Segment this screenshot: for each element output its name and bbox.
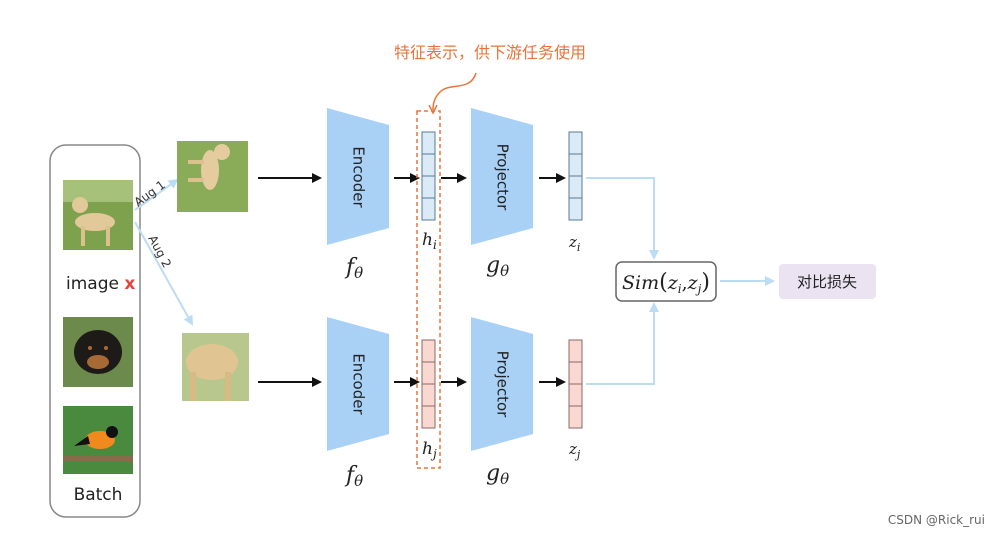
h-bottom-label: hj — [422, 439, 437, 461]
projector-top-fn: gθ — [486, 253, 509, 280]
similarity-label: Sim(zi,zj) — [622, 270, 710, 296]
encoder-bottom — [327, 317, 389, 451]
encoder-top-label: Encoder — [350, 146, 368, 208]
encoder-top — [327, 108, 389, 245]
aug2-arrow — [134, 221, 193, 326]
annotation-text: 特征表示，供下游任务使用 — [394, 43, 586, 62]
z-vector-top — [568, 131, 583, 221]
watermark: CSDN @Rick_rui — [888, 513, 985, 527]
aug2-label: Aug 2 — [145, 233, 174, 270]
connector-z-bottom-to-sim — [586, 302, 659, 385]
encoder-top-fn: fθ — [344, 255, 363, 282]
projector-top-label: Projector — [494, 144, 512, 211]
dog-image-2 — [63, 317, 133, 387]
encoder-bottom-fn: fθ — [344, 463, 363, 490]
representation-highlight-box — [416, 110, 441, 469]
h-top-label: hi — [422, 230, 437, 252]
dog-image-1 — [63, 180, 133, 250]
projector-bottom — [471, 317, 533, 451]
encoder-bottom-label: Encoder — [350, 353, 368, 415]
annotation-curve-arrow — [433, 72, 477, 110]
h-vector-top — [421, 131, 436, 221]
augmented-image-top — [177, 141, 248, 212]
projector-bottom-fn: gθ — [486, 461, 509, 488]
connector-z-top-to-sim — [586, 177, 659, 260]
loss-label: 对比损失 — [797, 273, 857, 291]
loss-box — [779, 264, 876, 299]
z-bottom-label: zj — [568, 440, 581, 461]
batch-label: Batch — [74, 485, 123, 505]
projector-top — [471, 108, 533, 245]
projector-bottom-label: Projector — [494, 351, 512, 418]
image-label: image x — [66, 274, 135, 294]
bird-image — [63, 406, 133, 474]
image-mark: x — [124, 274, 135, 294]
similarity-box — [615, 261, 717, 302]
augmented-image-bottom — [182, 333, 249, 401]
aug1-arrow — [134, 178, 179, 211]
z-top-label: zi — [568, 233, 580, 254]
z-vector-bottom — [568, 339, 583, 429]
h-vector-bottom — [421, 339, 436, 429]
